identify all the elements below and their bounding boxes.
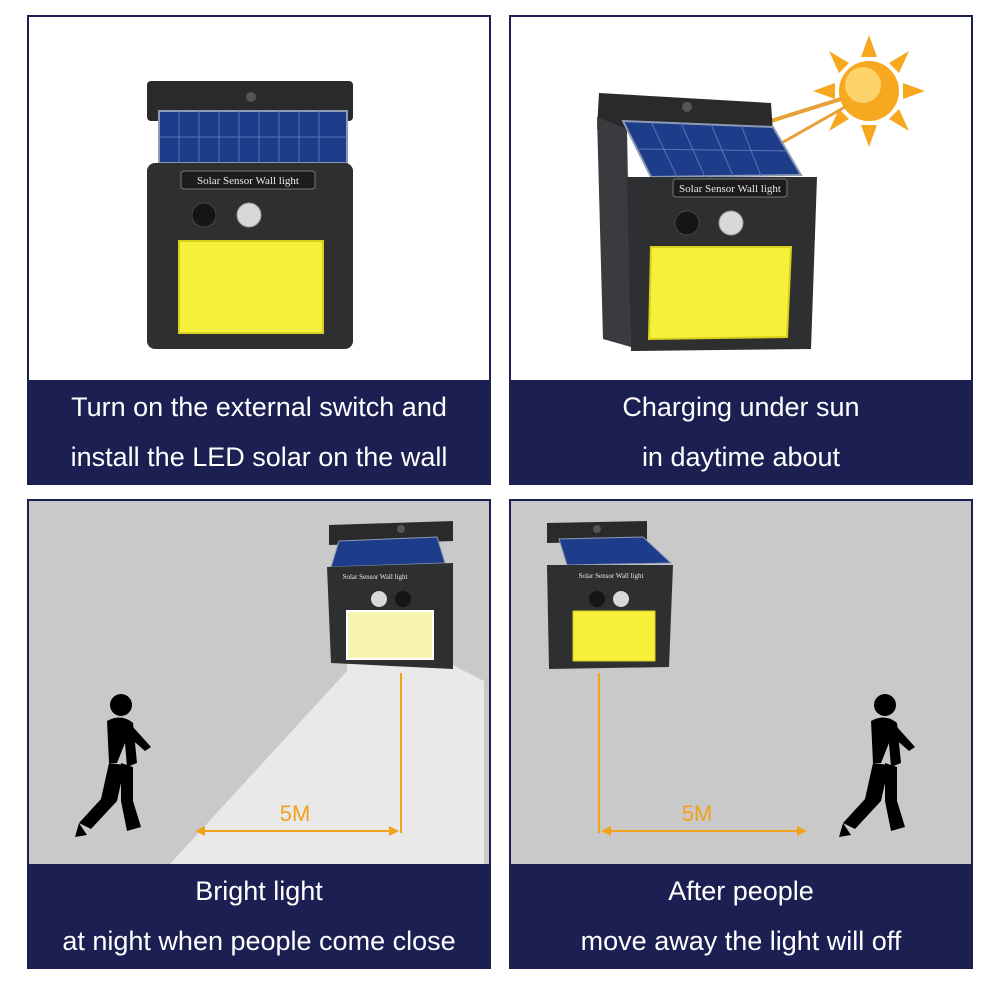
lamp-charging-illustration: Solar Sensor Wall light [597,35,925,351]
led-panel [178,240,324,334]
panel-bright-light: Solar Sensor Wall light 5M Bright light … [27,499,491,969]
solar-panel [558,536,673,566]
panel-charging: Solar Sensor Wall light Charging under s… [509,15,973,485]
caption-light-off: After people move away the light will of… [511,864,971,967]
lamp-front-illustration: Solar Sensor Wall light [147,81,353,349]
motion-sensor [718,210,744,236]
label-plate [672,178,788,198]
caption-charging: Charging under sun in daytime about [511,380,971,483]
lamp-side [597,117,631,347]
walking-person-icon [75,694,151,837]
solar-panel [330,536,446,568]
walking-person-icon [839,694,915,837]
panel-light-off: Solar Sensor Wall light 5M After people … [509,499,973,969]
distance-label: 5M [682,801,713,826]
lamp-label-text: Solar Sensor Wall light [197,175,299,187]
lamp-label-text: Solar Sensor Wall light [579,572,644,580]
distance-label: 5M [280,801,311,826]
sun-icon [813,35,925,147]
mount-hole [397,525,405,533]
mount-hole [593,525,601,533]
caption-install: Turn on the external switch and install … [29,380,489,483]
sun-ray [770,105,846,151]
light-beam [169,611,484,865]
solar-panel [621,119,803,179]
switch-button [674,210,700,236]
lamp-label-text: Solar Sensor Wall light [343,573,408,581]
led-panel [647,246,793,341]
motion-sensor [236,202,262,228]
panel-install: Solar Sensor Wall light Turn on the exte… [27,15,491,485]
motion-sensor [613,591,629,607]
led-panel [572,610,656,662]
caption-bright-light: Bright light at night when people come c… [29,864,489,967]
lamp-label-text: Solar Sensor Wall light [679,183,781,195]
mount-hole [682,102,692,112]
switch-button [589,591,605,607]
switch-button [395,591,411,607]
led-panel [346,610,434,660]
switch-button [191,202,217,228]
label-plate [180,170,316,190]
night-leave-illustration: Solar Sensor Wall light 5M [547,521,915,837]
mount-hole [246,92,256,102]
night-approach-illustration: Solar Sensor Wall light 5M [75,521,484,865]
motion-sensor [371,591,387,607]
